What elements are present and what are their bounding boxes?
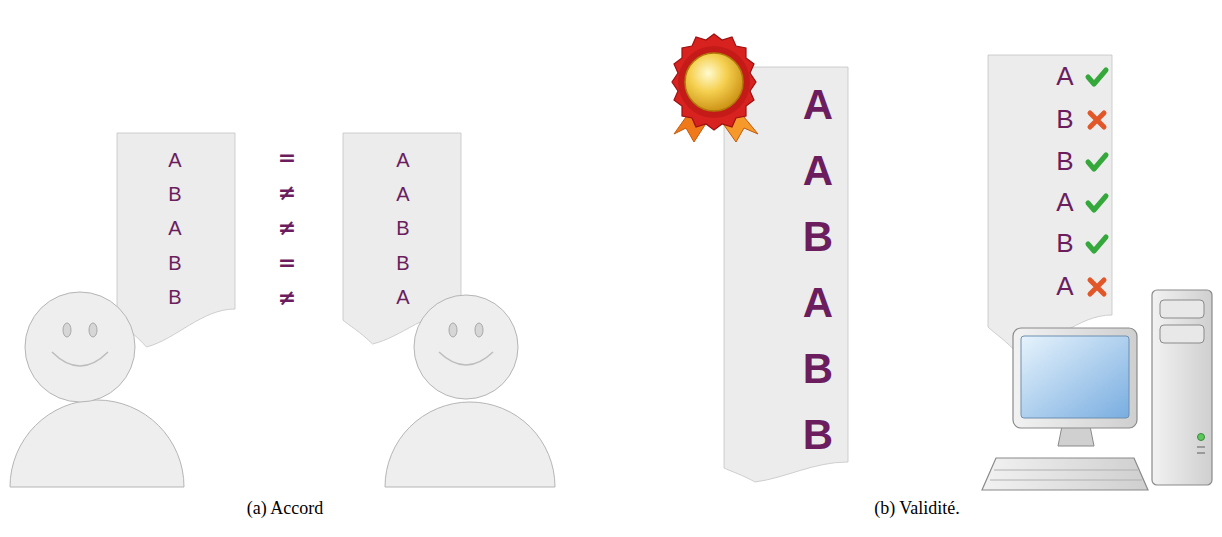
answer-letter: A (1056, 272, 1073, 302)
answer-letter: B (396, 217, 409, 240)
person-body (10, 400, 184, 487)
comparison-symbol: ≠ (278, 285, 296, 310)
answer-letter: A (168, 149, 181, 172)
subfigure-caption: (b) Validité. (874, 498, 960, 519)
answer-letter: B (168, 183, 181, 206)
comparison-symbol: = (278, 145, 296, 170)
rosette-medal (685, 53, 743, 111)
person-icon (10, 292, 184, 487)
rosette-ring (678, 46, 750, 118)
answer-letter: A (803, 147, 833, 195)
award-rosette (672, 34, 758, 142)
person-eye (63, 323, 71, 337)
check-mark (1088, 70, 1106, 84)
answer-letter: A (396, 183, 409, 206)
power-led (1198, 434, 1205, 441)
answer-letter: B (803, 411, 833, 459)
answer-letter: A (1056, 188, 1073, 218)
rosette-star (672, 34, 756, 130)
tower-slot (1197, 452, 1205, 454)
answer-letter: B (168, 252, 181, 275)
person-eye (89, 323, 97, 337)
drive-bay (1160, 300, 1204, 318)
person-body (385, 402, 555, 487)
check-mark (1088, 196, 1106, 210)
comparison-symbol: = (278, 250, 296, 275)
keyboard (982, 458, 1148, 490)
answer-letter: B (1056, 147, 1073, 177)
answer-letter: B (1056, 229, 1073, 259)
drive-bay (1160, 325, 1204, 343)
sheet-shape (117, 133, 235, 347)
answer-letter: A (803, 81, 833, 129)
answer-letter: A (1056, 62, 1073, 92)
paper-sheet: ABBABA (988, 55, 1112, 355)
answer-letter: A (396, 149, 409, 172)
person-eye (475, 323, 483, 337)
check-mark (1088, 155, 1106, 169)
computer-icon (982, 290, 1212, 490)
answer-letter: B (168, 286, 181, 309)
tower-slot (1197, 446, 1205, 448)
answer-letter: A (168, 217, 181, 240)
check-mark (1088, 237, 1106, 251)
monitor-stand (1058, 426, 1094, 446)
computer-tower (1152, 290, 1212, 485)
person-head (25, 292, 135, 402)
answer-letter: B (803, 345, 833, 393)
answer-letter: B (396, 252, 409, 275)
validation-marks (1088, 70, 1106, 294)
person-icon (385, 295, 555, 487)
paper-sheet: ABABB (117, 133, 235, 347)
monitor-screen (1021, 336, 1129, 418)
person-smile (52, 352, 108, 366)
person-eye (449, 323, 457, 337)
monitor (1013, 328, 1137, 428)
comparison-symbol: ≠ (278, 215, 296, 240)
answer-letter: B (1056, 105, 1073, 135)
answer-letter: B (803, 213, 833, 261)
cross-mark (1090, 280, 1104, 294)
answer-letter: A (396, 286, 409, 309)
keyboard-row (990, 480, 1142, 481)
person-smile (439, 352, 493, 365)
sheet-shape (988, 55, 1112, 355)
keyboard-row (994, 470, 1138, 471)
cross-mark (1090, 113, 1104, 127)
subfigure-caption: (a) Accord (247, 498, 323, 519)
person-head (414, 295, 518, 399)
answer-letter: A (803, 279, 833, 327)
comparison-symbol: ≠ (278, 180, 296, 205)
sheet-outline (988, 55, 1112, 355)
